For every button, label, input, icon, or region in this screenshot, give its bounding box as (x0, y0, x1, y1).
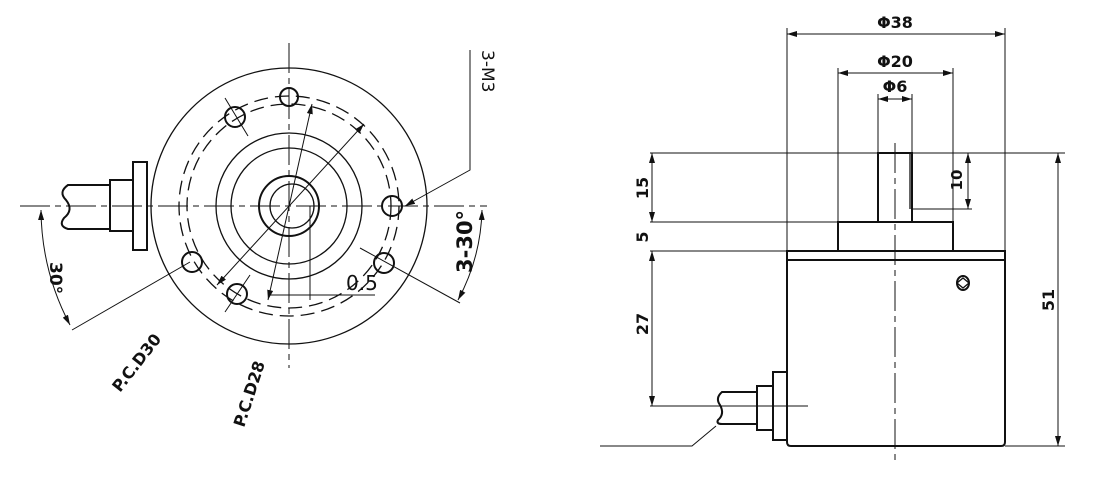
side-cable-gland (600, 371, 808, 447)
angle-arc-right (457, 209, 485, 301)
thread-leader-line (404, 50, 471, 207)
angle-arc-left (38, 209, 71, 326)
encoder-body (786, 260, 1006, 447)
outer-housing-circle (150, 67, 428, 345)
cable-leader (600, 425, 717, 447)
dia-shaft-label: Φ6 (883, 77, 908, 96)
side-view: Φ38 Φ20 Φ6 15 5 27 10 51 (600, 13, 1065, 462)
len-shaft-label: 15 (633, 177, 652, 199)
angle-left-label: 30° (45, 262, 65, 294)
cable-height-label: 27 (633, 313, 652, 335)
angle-leader-left (71, 261, 191, 331)
body-cap (786, 250, 1006, 261)
pcd28-circle (186, 103, 392, 309)
pcd30-dimension-line (216, 123, 365, 286)
screw-icon (955, 275, 971, 291)
flat-length-label: 10 (948, 170, 966, 191)
hole (373, 252, 395, 274)
pcd30-circle (178, 95, 400, 317)
hole (381, 195, 403, 217)
hole (224, 106, 246, 128)
tolerance-label: 0.5 (346, 271, 378, 295)
angle-right-label: 3-30° (453, 210, 477, 273)
angle-leader-right (359, 247, 461, 304)
dia-flange-label: Φ20 (877, 52, 913, 71)
thread-note-label: 3-M3 (477, 50, 497, 92)
len-flange-label: 5 (633, 231, 652, 242)
front-view: 3-M3 30° 3-30° P.C.D30 P.C.D28 0.5 (20, 43, 497, 429)
hole (181, 251, 203, 273)
pcd30-label: P.C.D30 (108, 330, 165, 395)
pcd28-label: P.C.D28 (230, 358, 269, 429)
dia-body-label: Φ38 (877, 13, 913, 32)
total-length-label: 51 (1039, 289, 1058, 311)
